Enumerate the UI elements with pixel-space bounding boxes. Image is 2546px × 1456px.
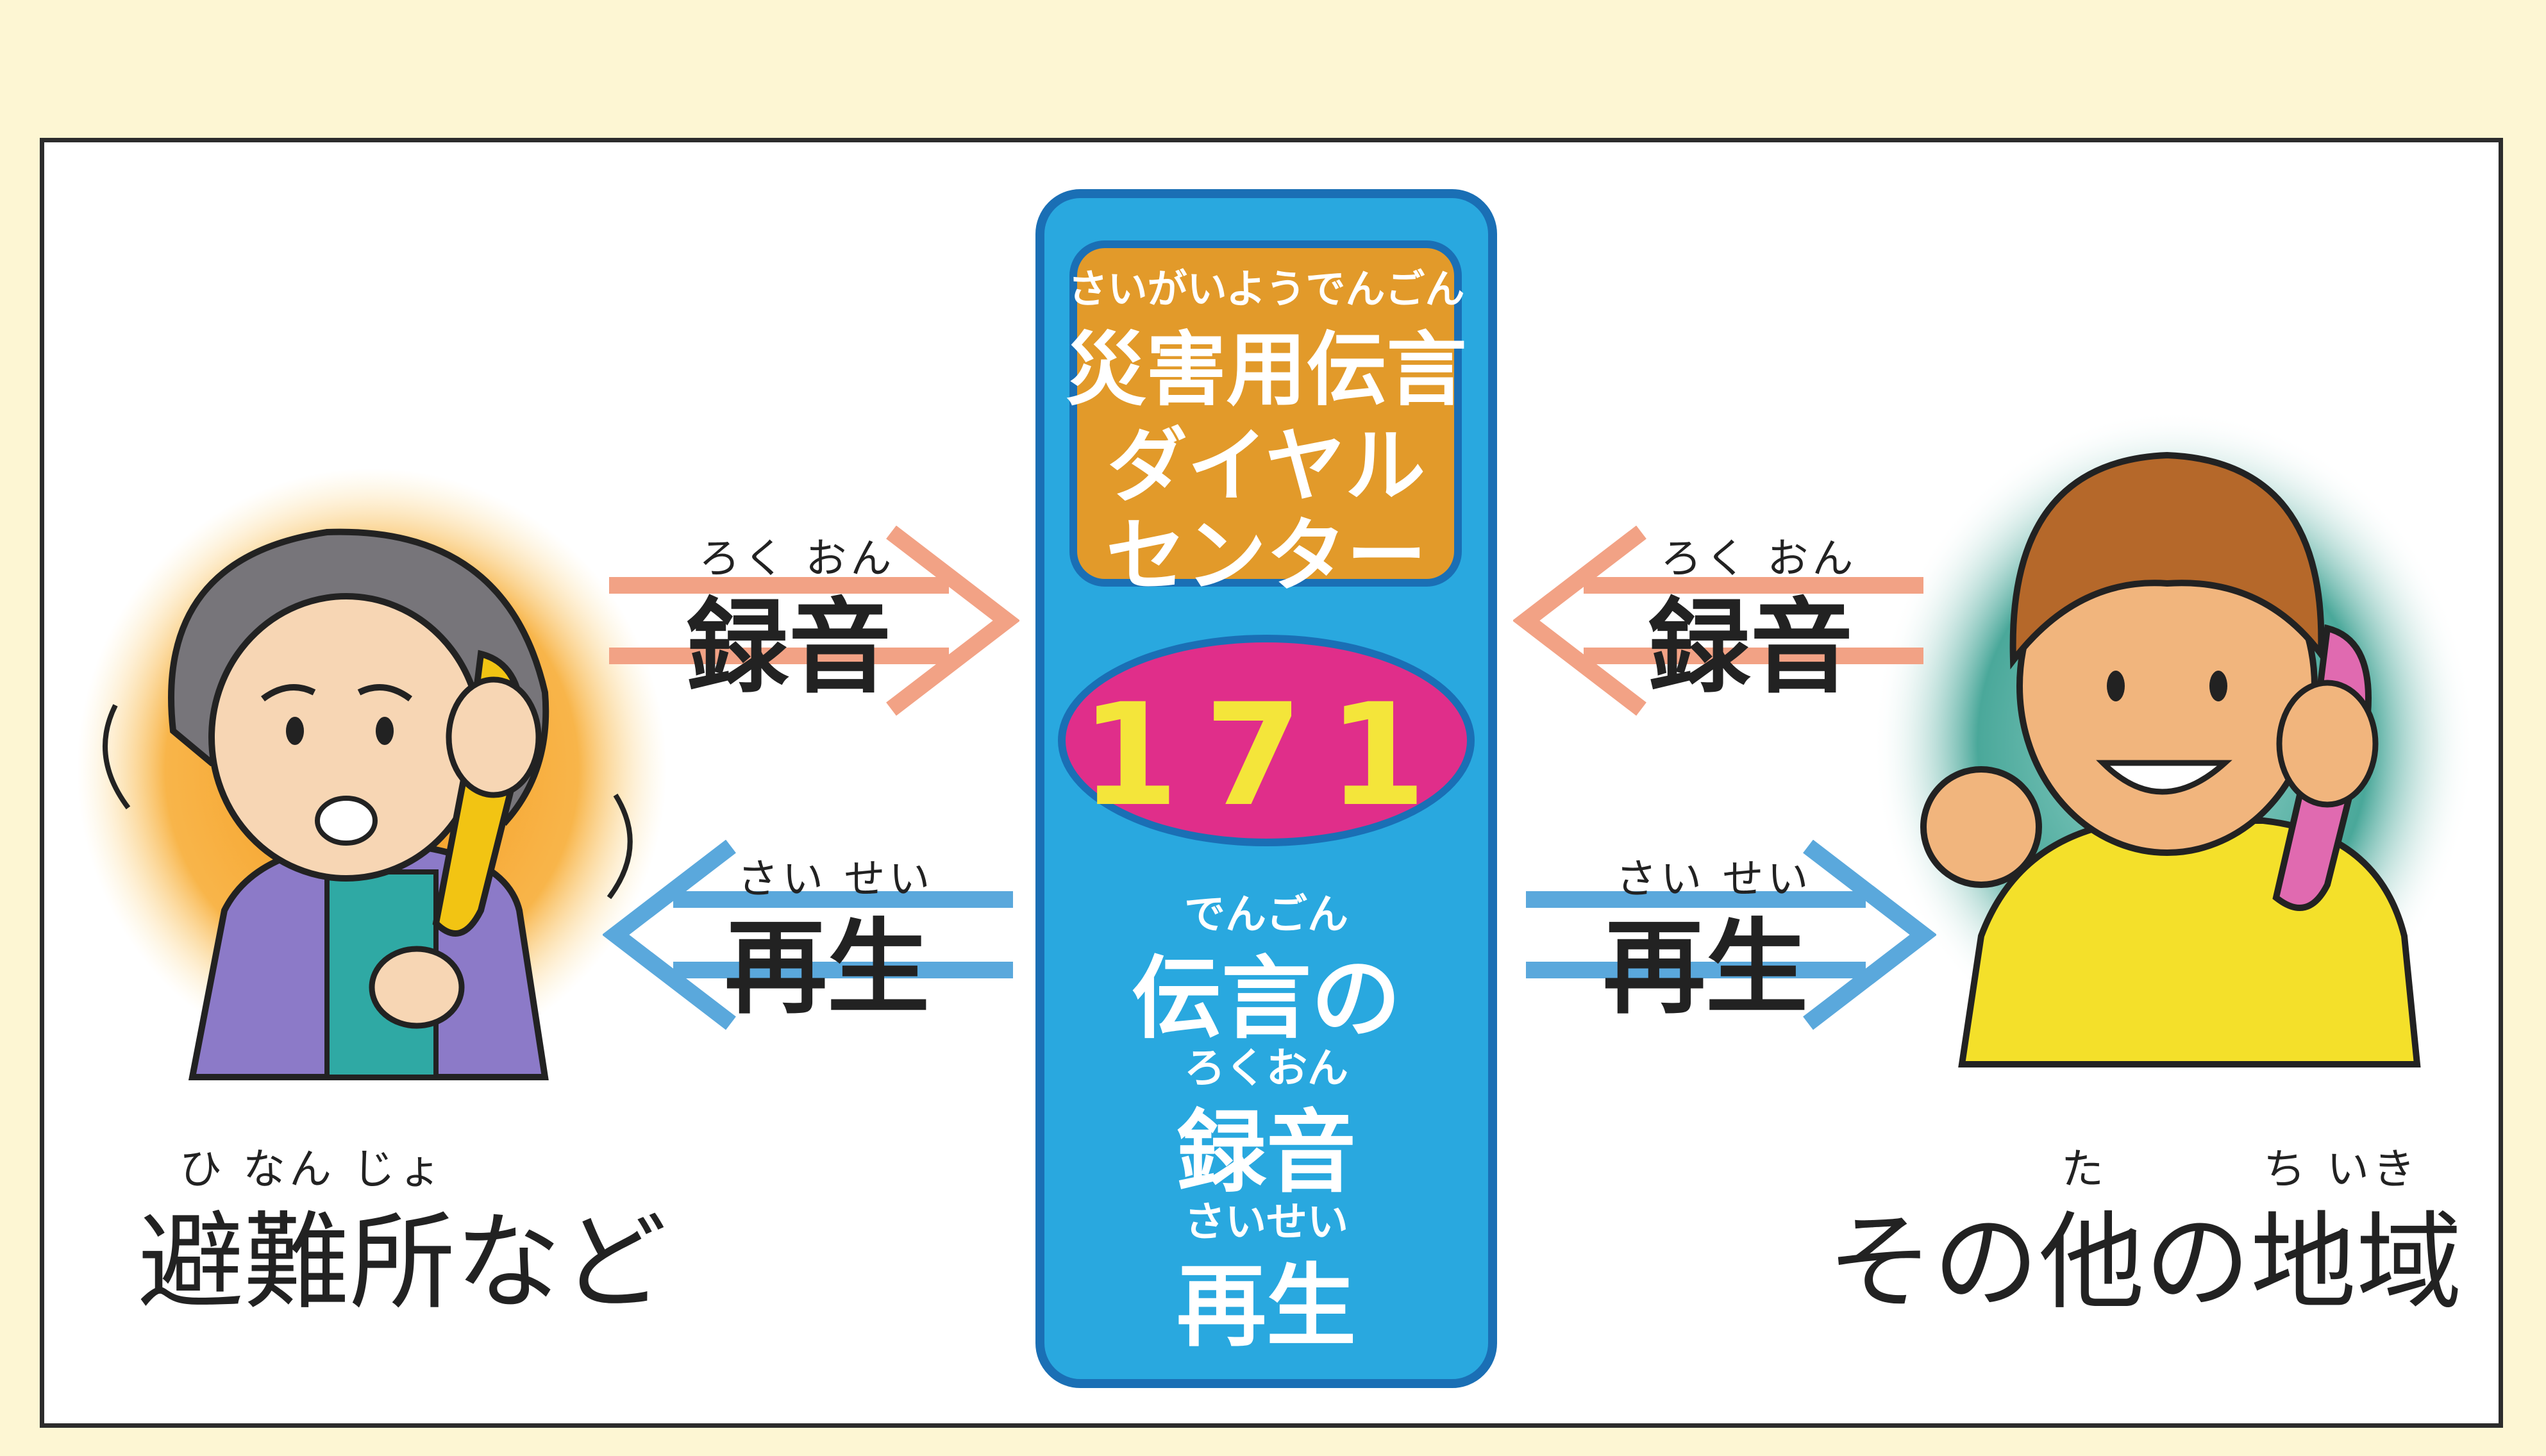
left-play-arrow (603, 840, 1013, 1030)
right-record-label: 録音 (1648, 587, 1854, 707)
right-record-arrow (1513, 526, 1923, 716)
left-record-ruby: ろく おん (699, 535, 896, 583)
left-caption-ruby: ひ なん じょ (180, 1144, 445, 1194)
center-title-ruby: さいがいようでんごん (1068, 265, 1465, 312)
right-caption-ruby-chiiki: ち いき (2263, 1144, 2419, 1194)
left-caption-label: 避難所など (138, 1201, 667, 1324)
left-play-ruby: さい せい (737, 856, 934, 903)
center-record-label: 録音 (1176, 1101, 1356, 1205)
center-title-line1: 災害用伝言 (1066, 324, 1467, 417)
left-record-label: 録音 (686, 587, 892, 707)
center-message-label: 伝言の (1131, 947, 1401, 1051)
right-play-ruby: さい せい (1616, 856, 1813, 903)
center-play-ruby: さいせい (1184, 1199, 1348, 1246)
right-caption-label: その他の地域 (1827, 1201, 2462, 1324)
center-title-line2: ダイヤル (1107, 420, 1426, 513)
center-title-line3: センター (1106, 510, 1427, 603)
right-record-ruby: ろく おん (1661, 535, 1857, 583)
shouting-person-on-phone-icon (1872, 410, 2475, 1077)
right-play-arrow (1526, 840, 1936, 1030)
dial-number: 171 (1080, 673, 1452, 837)
center-record-ruby: ろくおん (1184, 1045, 1348, 1092)
dial-center-title-box (1069, 240, 1462, 587)
left-record-arrow (609, 526, 1019, 716)
center-play-label: 再生 (1176, 1255, 1356, 1359)
right-caption-ruby-ta: た (2061, 1144, 2107, 1194)
worried-person-on-phone-icon (77, 468, 667, 1080)
right-play-label: 再生 (1603, 908, 1809, 1028)
left-play-label: 再生 (724, 908, 930, 1028)
center-message-ruby: でんごん (1184, 891, 1348, 939)
